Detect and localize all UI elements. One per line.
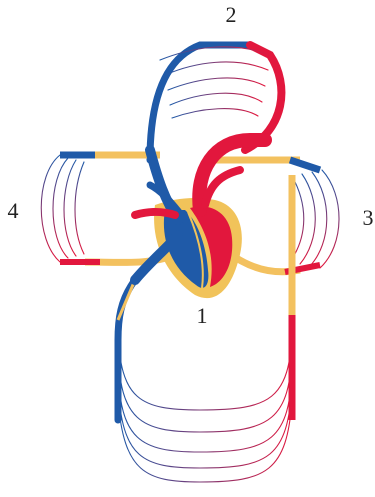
label-upper-body: 2 [226,2,237,27]
label-right-organ: 3 [363,205,374,230]
left-artery-branch [135,212,175,215]
label-heart: 1 [197,303,208,328]
label-left-organ: 4 [8,198,19,223]
right-loop-vessel-top-blue [290,160,320,170]
left-capillary-network [41,155,84,262]
lower-capillary-network [118,330,292,482]
right-capillary-network [290,170,339,268]
pulmonary-artery-branch [205,170,240,205]
